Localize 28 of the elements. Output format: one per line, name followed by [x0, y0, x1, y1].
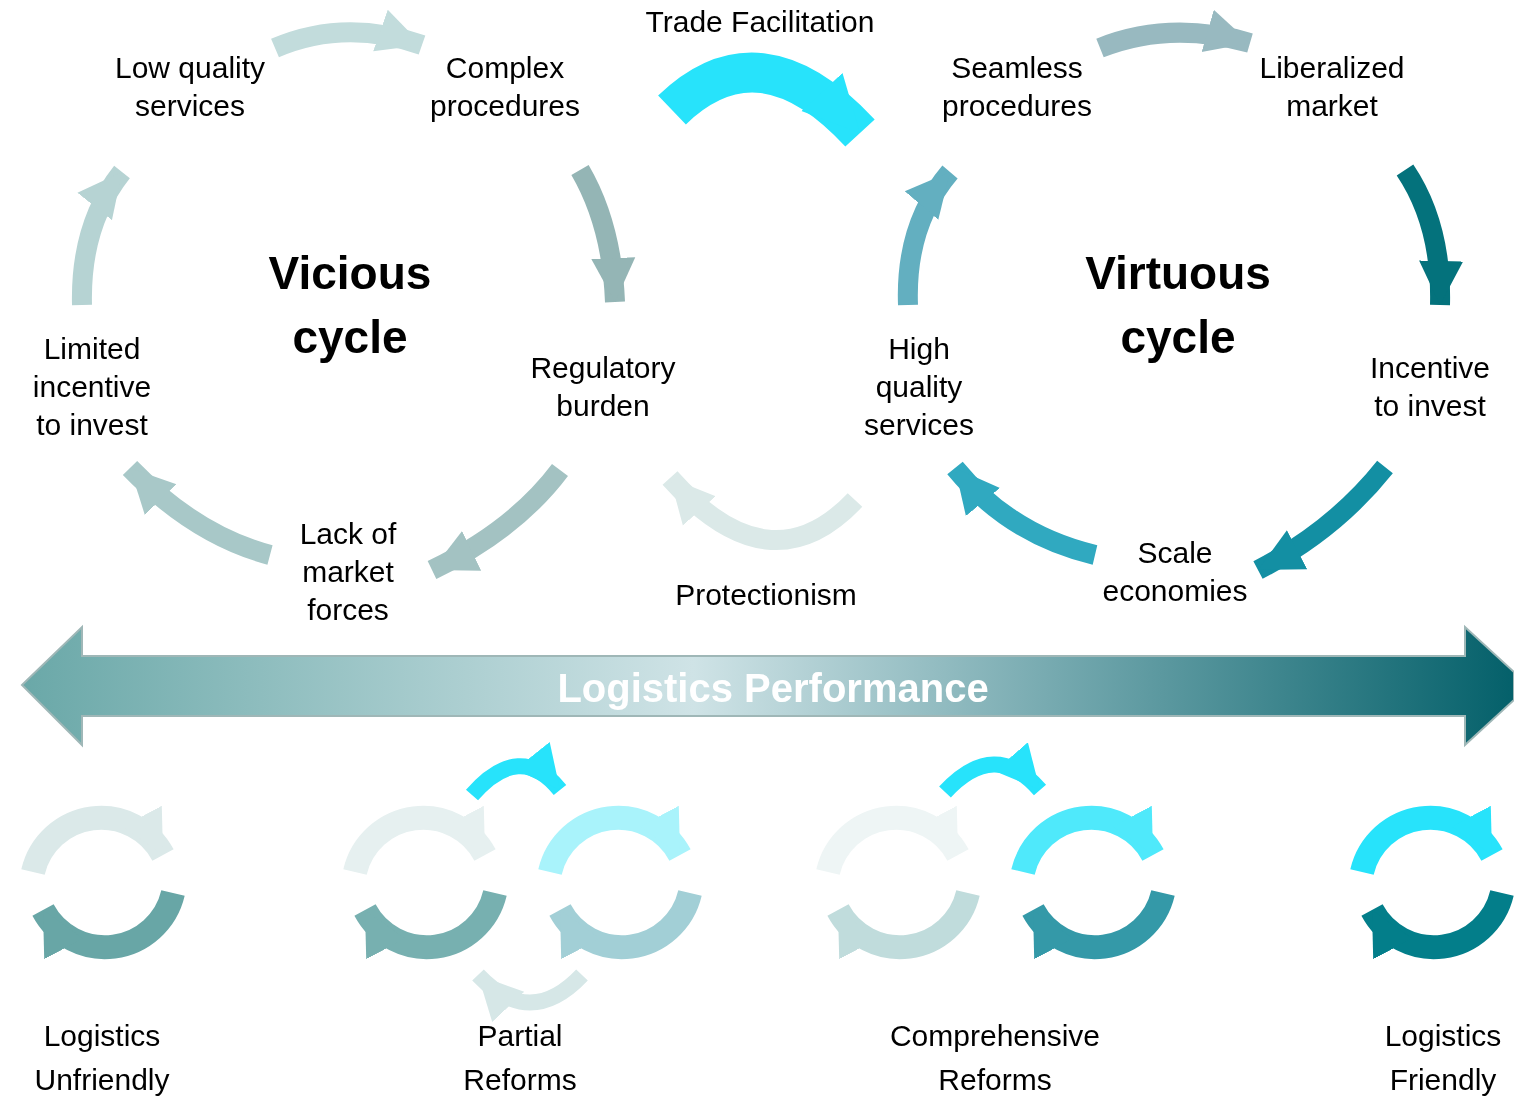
stage-caption: Comprehensive Reforms — [888, 1018, 1102, 1098]
cycle-step-text: Liberalized market — [1237, 49, 1427, 125]
cycle-step-text: Complex procedures — [410, 49, 600, 125]
curved-arrow — [1096, 10, 1253, 58]
cycle-step-text: High quality services — [854, 330, 984, 444]
cycle-title: Virtuous cycle — [1084, 246, 1272, 365]
cycle-step-text: Limited incentive to invest — [17, 330, 167, 444]
curved-arrow — [271, 10, 426, 58]
curved-arrow — [427, 463, 568, 579]
curved-arrow — [662, 471, 862, 550]
curved-arrow — [122, 460, 273, 565]
stage-caption: Partial Reforms — [462, 1018, 578, 1098]
cycle-step-text: Seamless procedures — [922, 49, 1112, 125]
curved-arrow — [571, 165, 635, 303]
band-label: Logistics Performance — [556, 665, 990, 712]
cycle-title: Vicious cycle — [267, 246, 433, 365]
curved-arrow — [72, 166, 131, 306]
stage-caption: Logistics Unfriendly — [33, 1018, 171, 1098]
cycle-step-text: Lack of market forces — [283, 515, 413, 629]
curved-arrow — [1253, 460, 1393, 579]
cycle-step-text: Incentive to invest — [1355, 349, 1505, 425]
cycle-step-text: Low quality services — [100, 49, 280, 125]
curved-arrow — [897, 165, 958, 306]
curved-arrow — [947, 461, 1098, 565]
cycle-step-text: Scale economies — [1080, 534, 1270, 610]
cycle-step-text: Regulatory burden — [513, 349, 693, 425]
curved-arrow — [1396, 164, 1463, 306]
stage-caption: Logistics Friendly — [1383, 1018, 1503, 1098]
